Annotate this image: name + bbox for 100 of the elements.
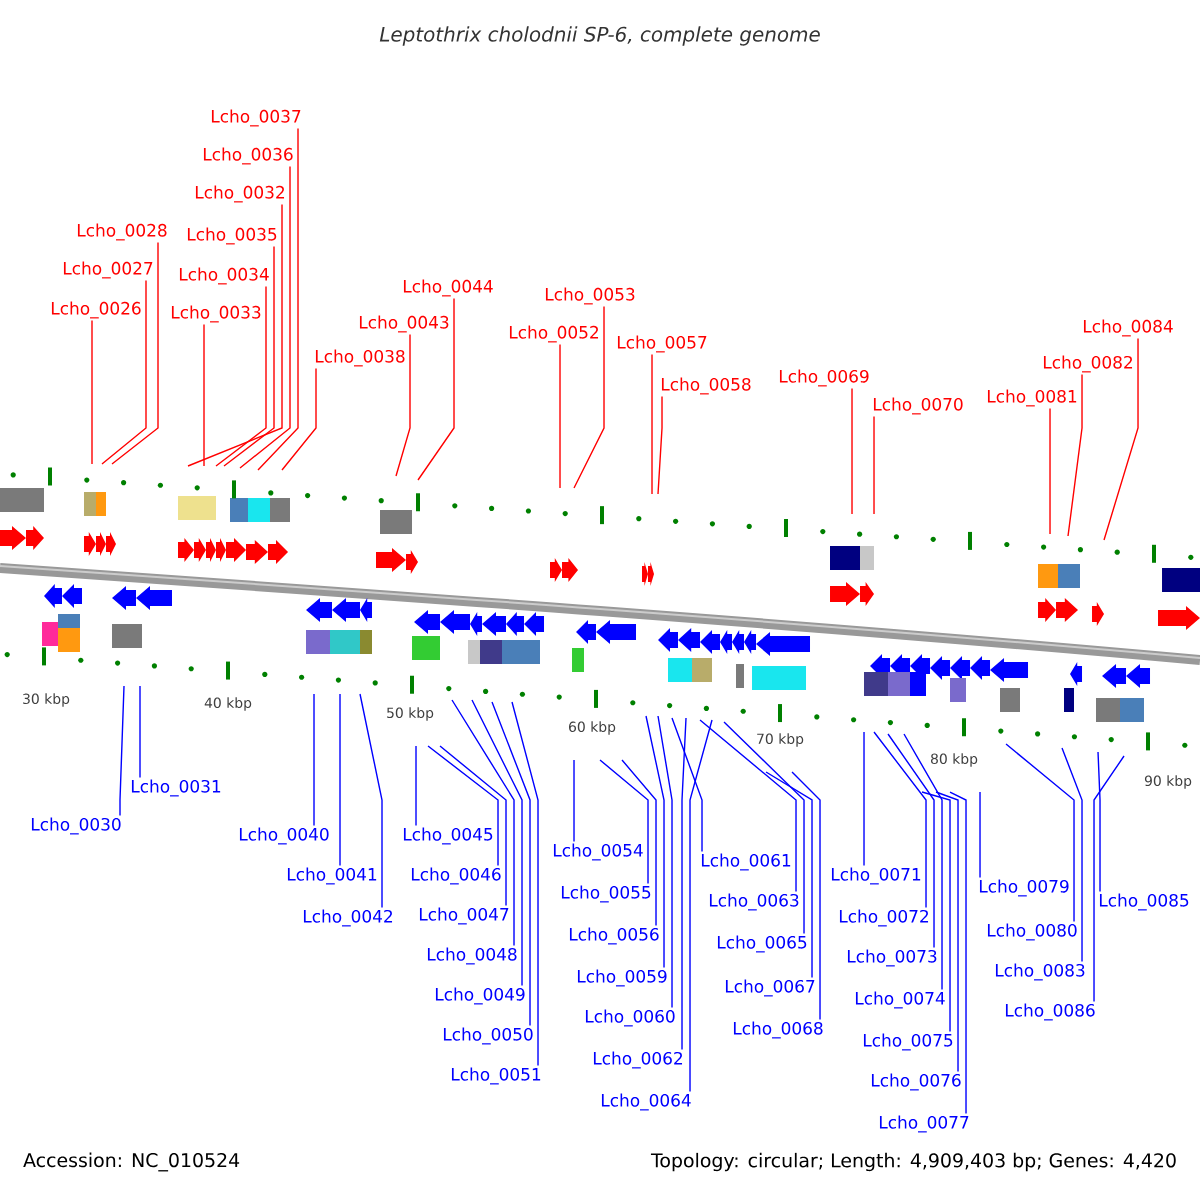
gene-label: Lcho_0043	[359, 315, 449, 333]
gene-label: Lcho_0053	[545, 287, 635, 305]
leader-line	[239, 165, 291, 469]
gene-label: Lcho_0061	[701, 853, 791, 871]
gene-label: Lcho_0042	[303, 909, 393, 927]
leader-line	[427, 745, 499, 867]
gene-label: Lcho_0070	[873, 397, 963, 415]
gene-label: Lcho_0081	[987, 389, 1077, 407]
gene-label: Lcho_0056	[569, 927, 659, 945]
gene-label: Lcho_0067	[725, 979, 815, 997]
leader-line	[415, 745, 417, 827]
gene-label: Lcho_0048	[427, 947, 517, 965]
leader-line	[689, 719, 713, 1093]
gene-label: Lcho_0063	[709, 893, 799, 911]
leader-line	[765, 771, 813, 979]
leader-line	[223, 245, 275, 467]
gene-label: Lcho_0035	[187, 227, 277, 245]
gene-label: Lcho_0046	[411, 867, 501, 885]
leader-line	[471, 699, 523, 987]
leader-line	[111, 241, 159, 465]
gene-label: Lcho_0034	[179, 267, 269, 285]
leader-line	[215, 285, 267, 467]
gene-label: Lcho_0027	[63, 261, 153, 279]
gene-label: Lcho_0073	[847, 949, 937, 967]
gene-label: Lcho_0085	[1099, 893, 1189, 911]
leader-line	[439, 745, 507, 907]
leader-line	[511, 701, 539, 1067]
gene-label: Lcho_0059	[577, 969, 667, 987]
gene-label: Lcho_0068	[733, 1021, 823, 1039]
leader-line	[979, 791, 981, 879]
leader-line	[313, 693, 315, 827]
leader-line	[257, 127, 299, 471]
leader-line	[699, 719, 797, 893]
leader-line	[651, 353, 653, 495]
accession-text: Accession: NC_010524	[23, 1152, 240, 1172]
leader-line	[139, 685, 141, 779]
leader-line	[573, 305, 605, 489]
leader-line	[1093, 755, 1125, 1003]
leader-line	[451, 699, 515, 947]
leader-line	[491, 701, 531, 1027]
leader-line	[887, 733, 935, 949]
gene-label: Lcho_0028	[77, 223, 167, 241]
leader-line	[1061, 747, 1083, 963]
leader-line	[681, 717, 687, 1051]
leader-line	[1067, 373, 1083, 537]
gene-label: Lcho_0033	[171, 305, 261, 323]
leader-line	[851, 387, 853, 515]
leader-line	[949, 791, 967, 1115]
gene-label: Lcho_0086	[1005, 1003, 1095, 1021]
gene-label: Lcho_0047	[419, 907, 509, 925]
leader-line	[863, 731, 865, 867]
gene-label: Lcho_0054	[553, 843, 643, 861]
gene-label: Lcho_0071	[831, 867, 921, 885]
leader-line	[417, 297, 455, 481]
gene-label: Lcho_0026	[51, 301, 141, 319]
title: Leptothrix cholodnii SP-6, complete genome	[379, 26, 820, 46]
gene-label: Lcho_0050	[443, 1027, 533, 1045]
leader-line	[573, 759, 575, 843]
gene-label: Lcho_0065	[717, 935, 807, 953]
leader-line	[1049, 407, 1051, 535]
gene-label: Lcho_0052	[509, 325, 599, 343]
gene-label: Lcho_0036	[203, 147, 293, 165]
genome-summary-text: Topology: circular; Length: 4,909,403 bp; Genes: 4,420	[650, 1152, 1176, 1172]
leader-line	[657, 715, 673, 1009]
gene-label: Lcho_0049	[435, 987, 525, 1005]
leader-line	[723, 721, 805, 935]
leader-line	[281, 367, 317, 471]
leader-line	[359, 693, 383, 909]
gene-label: Lcho_0038	[315, 349, 405, 367]
gene-label: Lcho_0080	[987, 923, 1077, 941]
leader-line	[621, 759, 657, 927]
leader-line	[873, 731, 927, 909]
leader-line	[935, 791, 959, 1073]
gene-label: Lcho_0030	[31, 817, 121, 835]
leader-line	[791, 771, 821, 1021]
gene-label: Lcho_0044	[403, 279, 493, 297]
gene-label: Lcho_0076	[871, 1073, 961, 1091]
leader-line	[187, 203, 283, 467]
leader-line	[921, 791, 951, 1033]
gene-label: Lcho_0057	[617, 335, 707, 353]
leader-line	[559, 343, 561, 489]
leader-line	[203, 323, 205, 467]
leader-line	[645, 715, 665, 969]
gene-label: Lcho_0058	[661, 377, 751, 395]
gene-label: Lcho_0064	[601, 1093, 691, 1111]
gene-label: Lcho_0062	[593, 1051, 683, 1069]
gene-label: Lcho_0041	[287, 867, 377, 885]
leader-line	[1005, 743, 1075, 923]
gene-label: Lcho_0082	[1043, 355, 1133, 373]
gene-label: Lcho_0055	[561, 885, 651, 903]
gene-label: Lcho_0072	[839, 909, 929, 927]
gene-label: Lcho_0083	[995, 963, 1085, 981]
leader-line	[599, 759, 649, 885]
gene-label: Lcho_0032	[195, 185, 284, 203]
leader-line	[1097, 751, 1101, 893]
gene-label: Lcho_0074	[855, 991, 945, 1009]
leader-line	[873, 415, 875, 515]
leader-line	[101, 279, 147, 465]
leader-line	[119, 685, 125, 817]
gene-label: Lcho_0045	[403, 827, 493, 845]
